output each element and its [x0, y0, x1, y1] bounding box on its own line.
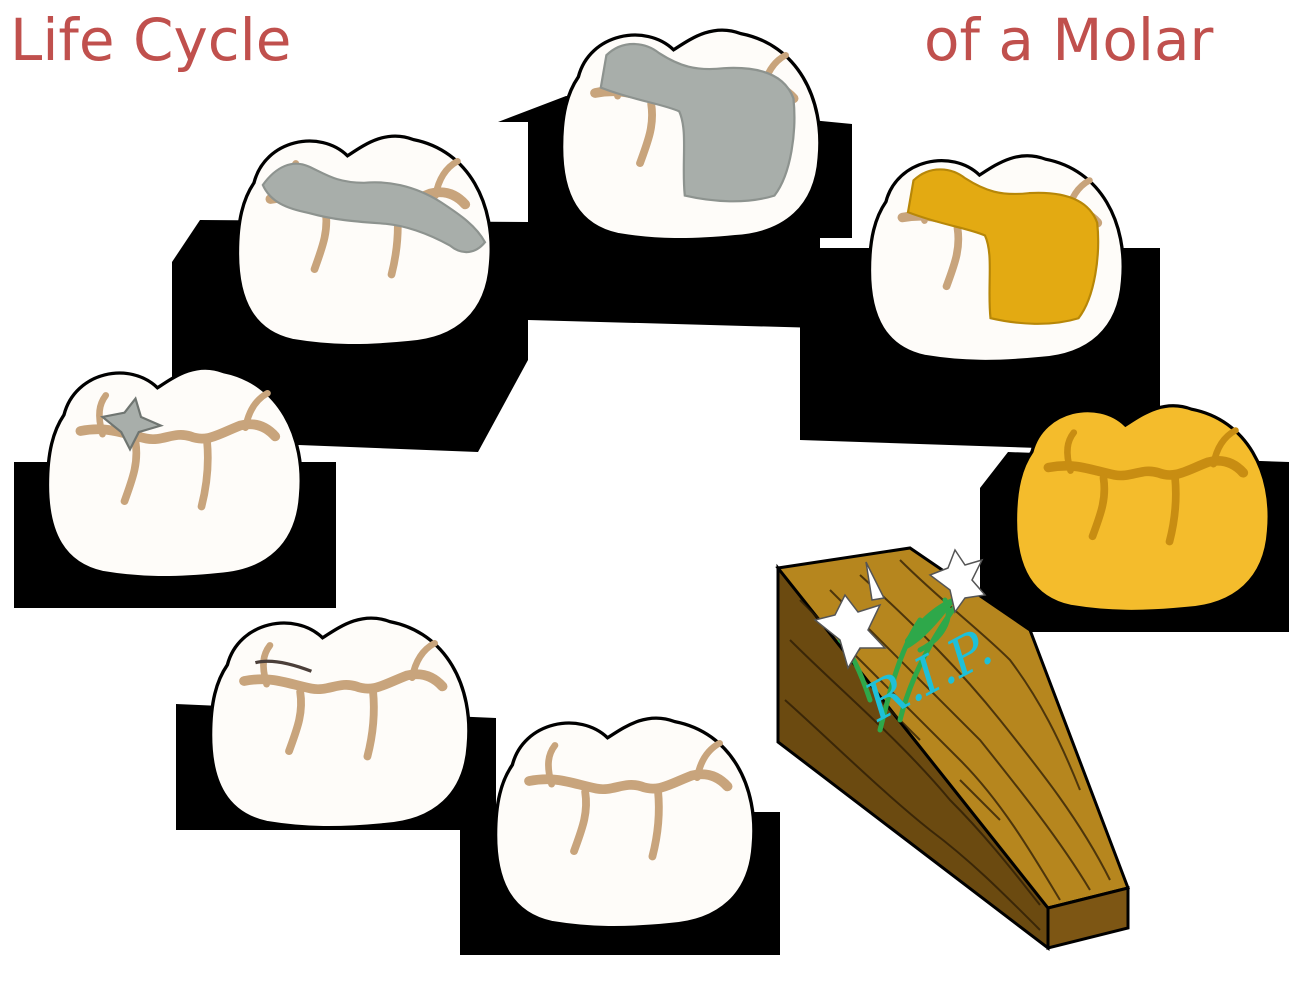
molar-healthy-icon — [496, 718, 754, 928]
molar-large-filling-icon — [562, 30, 820, 240]
molar-extensive-filling-icon — [238, 136, 492, 346]
molar-small-filling-icon — [48, 368, 302, 578]
molar-stained-icon — [211, 618, 469, 828]
molar-gold-onlay-icon — [870, 156, 1124, 362]
molar-gold-crown-icon — [1016, 406, 1270, 612]
